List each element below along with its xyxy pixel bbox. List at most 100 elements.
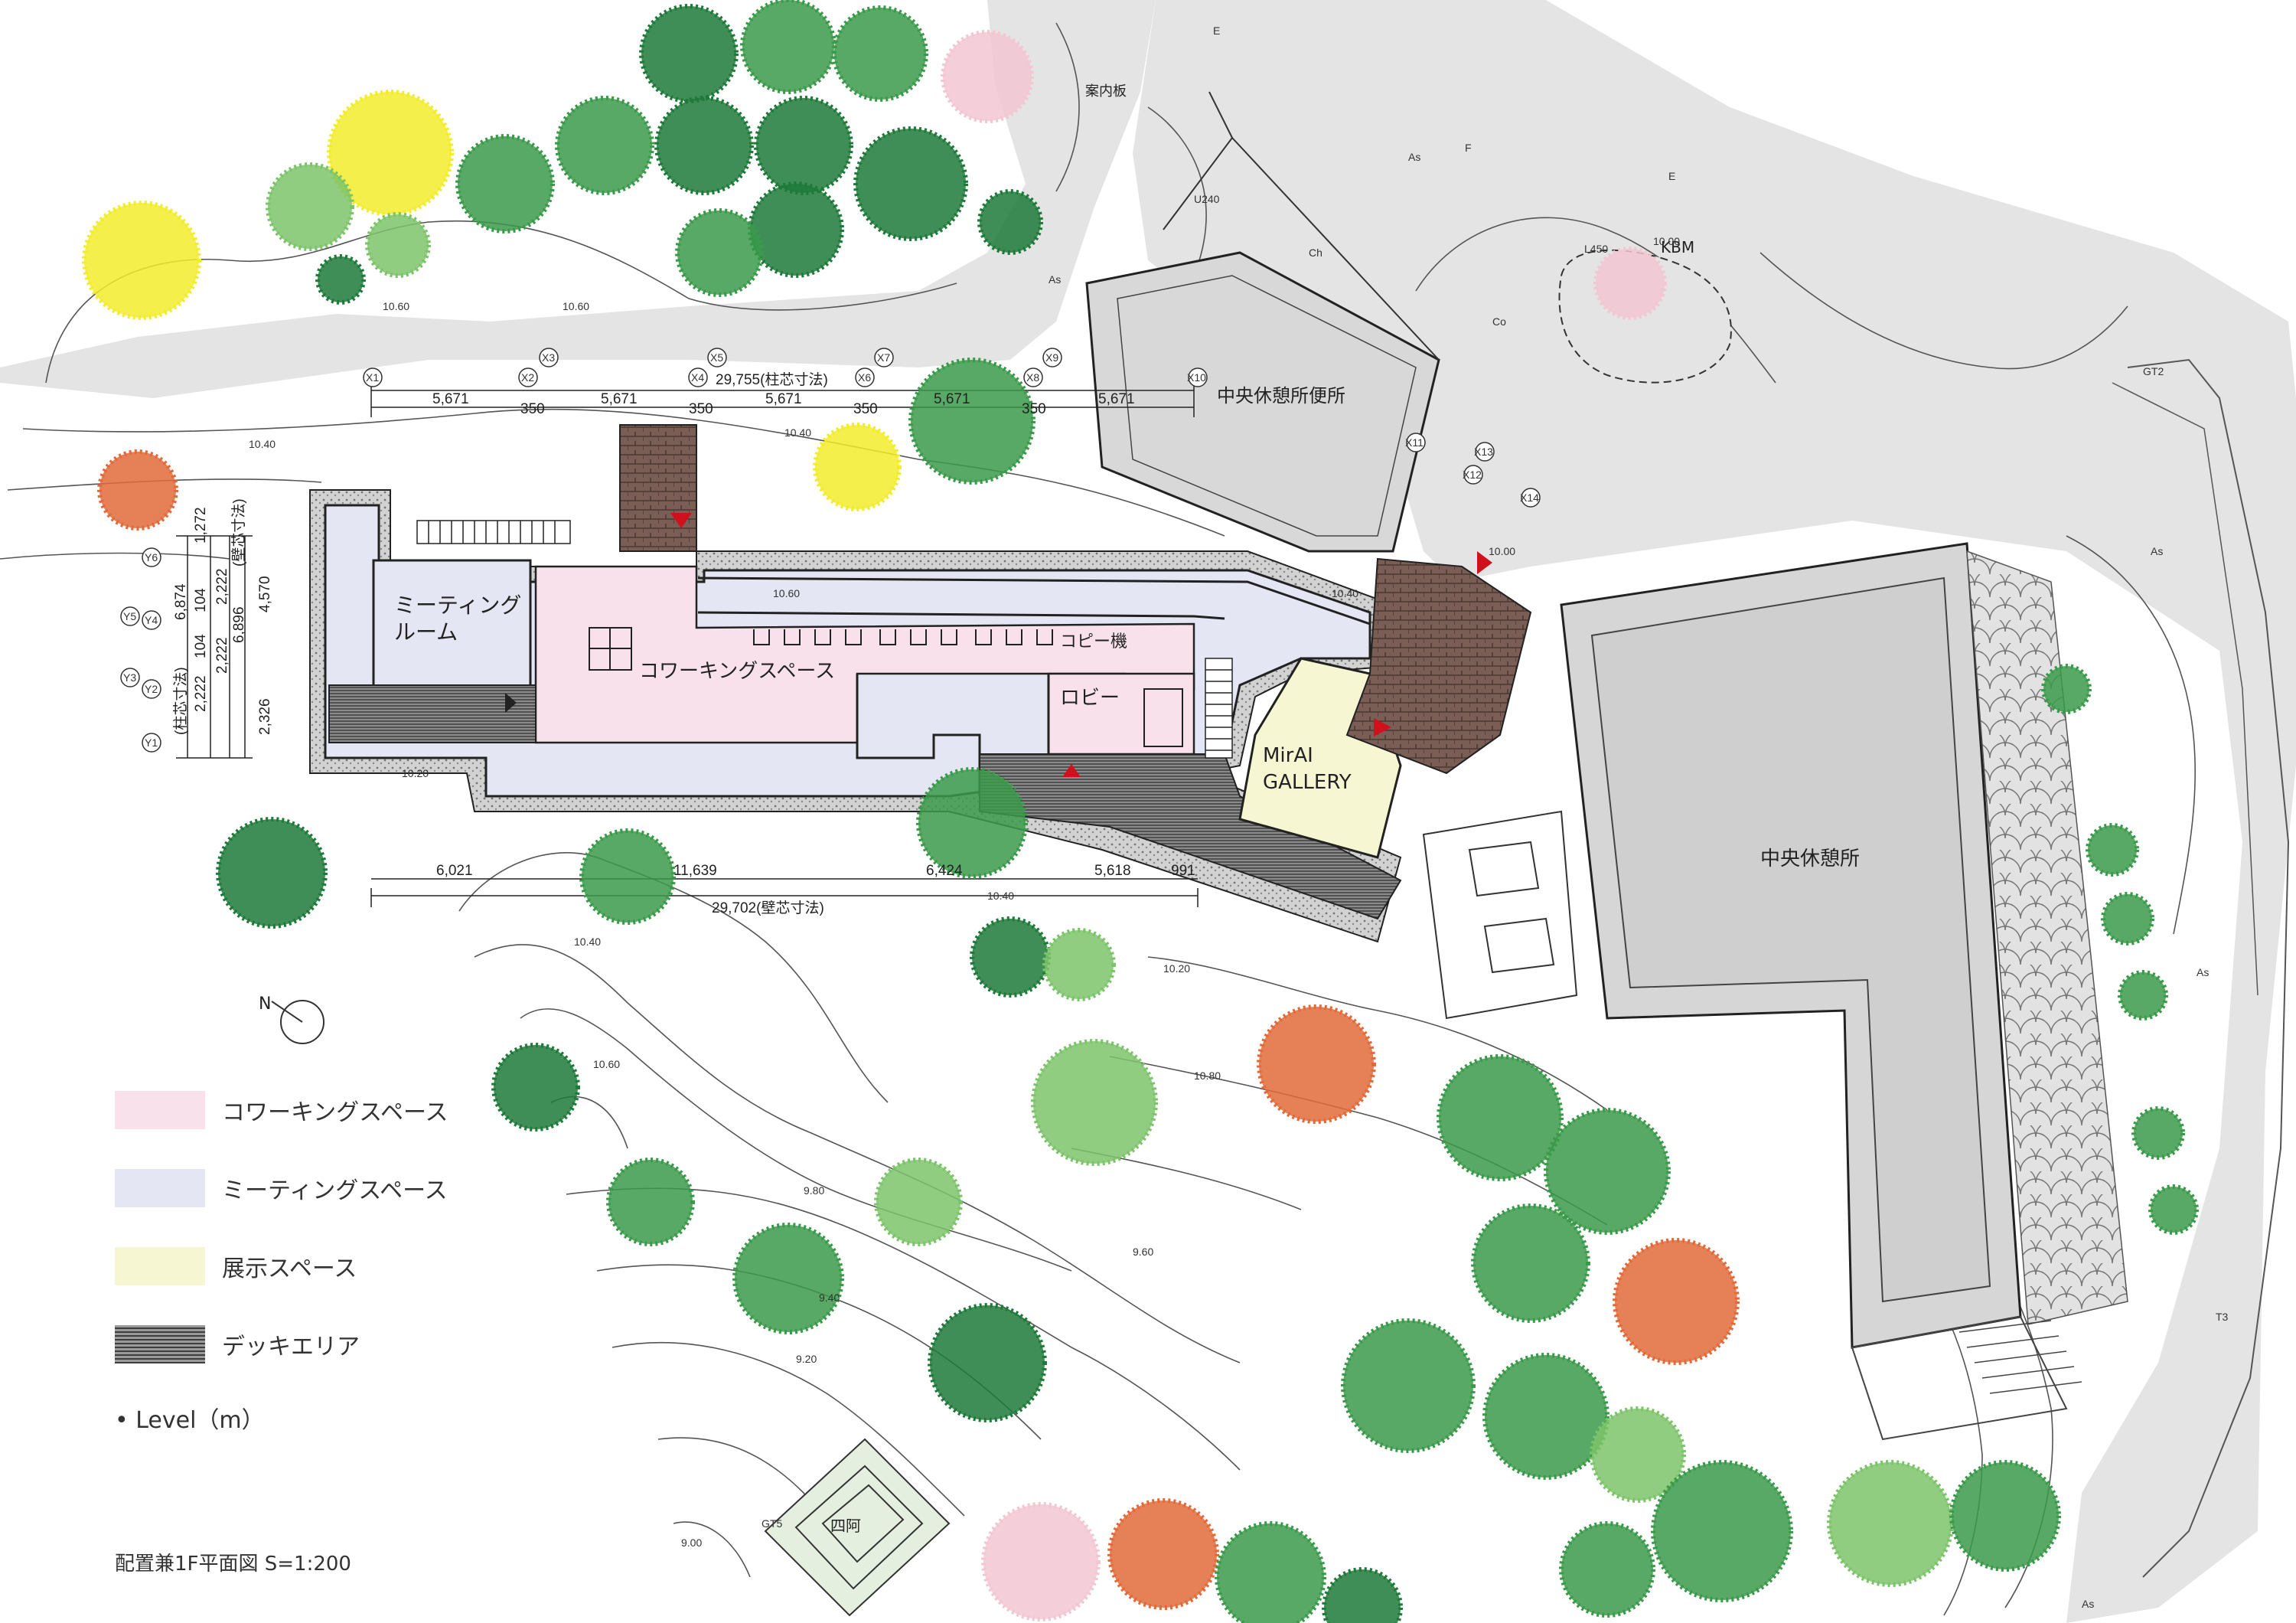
tree-canopy <box>491 1043 580 1132</box>
level-label: 10.40 <box>784 426 811 439</box>
svg-text:X3: X3 <box>542 351 555 364</box>
tree-canopy <box>1042 928 1116 1001</box>
legend-swatch <box>115 1091 205 1129</box>
surface-code: T3 <box>2216 1311 2229 1323</box>
meeting-room-label: ミーティング <box>394 593 521 618</box>
tree-canopy <box>2101 892 2154 945</box>
grid-x-markers: X1 X2 X3 X4 X5 X6 X7 X8 X9 X10 X11 X12 X… <box>363 348 1541 508</box>
tree-canopy <box>1107 1498 1219 1610</box>
bay-dimension: 5,671 <box>601 391 638 407</box>
level-label: 10.60 <box>563 300 589 312</box>
gallery-label: MirAI <box>1263 744 1313 767</box>
grid-bubble: Y1 <box>142 733 161 753</box>
trees <box>82 0 2199 1623</box>
north-arrow: N <box>259 994 325 1044</box>
grid-bubble: X11 <box>1405 433 1426 452</box>
surface-code: As <box>1049 273 1061 286</box>
tree-canopy <box>813 423 902 511</box>
level-label: 9.00 <box>681 1536 702 1549</box>
gazebo <box>764 1438 951 1617</box>
grid-bubble: Y4 <box>142 610 161 630</box>
tree-canopy <box>977 189 1043 255</box>
left-dimension: (壁芯寸法) <box>230 498 247 567</box>
legend-label: デッキエリア <box>222 1334 360 1360</box>
surface-code: Co <box>1492 315 1506 328</box>
level-label: 10.60 <box>593 1058 620 1070</box>
tree-canopy <box>1322 1567 1403 1623</box>
svg-text:X1: X1 <box>366 371 379 384</box>
left-dimension: 2,222 <box>214 568 230 605</box>
tree-canopy <box>970 916 1051 998</box>
tree-canopy <box>97 449 178 531</box>
tree-canopy <box>732 1223 844 1334</box>
entrance-arrow-icon <box>1477 551 1492 574</box>
bay-dimension: 350 <box>853 401 878 417</box>
svg-text:Y5: Y5 <box>123 610 136 622</box>
grid-bubble: X8 <box>1023 367 1043 387</box>
bay-dimension: 6,021 <box>436 863 473 879</box>
tree-canopy <box>216 817 328 929</box>
level-label: 10.60 <box>383 300 409 312</box>
tree-canopy <box>1257 1004 1376 1124</box>
bay-dimension: 5,618 <box>1094 863 1131 879</box>
surface-code: As <box>1408 151 1420 163</box>
level-label: 10.00 <box>1489 545 1515 557</box>
surface-code: GT5 <box>762 1517 782 1530</box>
left-dimension: 2,222 <box>214 637 230 674</box>
tree-canopy <box>606 1158 695 1246</box>
tree-canopy <box>2086 823 2139 877</box>
svg-text:X13: X13 <box>1474 446 1493 458</box>
tree-canopy <box>1559 1521 1655 1618</box>
tree-canopy <box>1341 1318 1476 1453</box>
surface-code: F <box>1465 142 1472 154</box>
bay-dimension: 5,671 <box>765 391 802 407</box>
signboard-label: 案内板 <box>1085 83 1127 100</box>
level-labels: 10.60 10.60 10.60 10.40 10.40 10.40 10.4… <box>249 235 1680 1549</box>
rest-area-label: 中央休憩所 <box>1760 847 1860 870</box>
entrance-arrow-icon <box>670 513 692 528</box>
surface-codes: As As As As As Co Ch U240 L450 GT2 GT5 T… <box>762 24 2229 1610</box>
left-dimension: 2,222 <box>193 675 209 712</box>
grid-bubble: X14 <box>1520 488 1541 508</box>
tree-canopy <box>455 134 555 233</box>
left-dimension: 104 <box>193 588 209 612</box>
room-labels: ミーティング ルーム コワーキングスペース コピー機 ロビー MirAI GAL… <box>394 83 1860 1535</box>
grid-bubble: Y2 <box>142 679 161 699</box>
tree-canopy <box>2118 970 2168 1020</box>
legend-item-coworking: コワーキングスペース <box>115 1087 448 1133</box>
tree-canopy <box>2041 664 2092 714</box>
tree-canopy <box>654 96 754 195</box>
tree-canopy <box>1437 1054 1564 1181</box>
surface-code: As <box>2082 1598 2094 1610</box>
tree-canopy <box>579 828 676 925</box>
grid-bubble: X1 <box>363 367 383 387</box>
toilet-building <box>1085 91 1440 553</box>
level-label: 9.60 <box>1133 1246 1153 1258</box>
dimension-lines <box>176 383 1199 907</box>
grid-bubble: X13 <box>1474 442 1495 462</box>
tree-canopy <box>1949 1460 2061 1572</box>
grid-y-markers: Y1 Y2 Y3 Y4 Y5 Y6 <box>120 547 161 753</box>
grid-bubble: X7 <box>874 348 894 367</box>
tree-canopy <box>675 208 764 297</box>
svg-text:X10: X10 <box>1187 371 1206 384</box>
tree-canopy <box>754 96 853 195</box>
bay-dimension: 6,424 <box>926 863 963 879</box>
left-dimension: (柱芯寸法) <box>172 667 189 735</box>
lobby-label: ロビー <box>1060 687 1120 710</box>
rest-area-building <box>1422 542 2128 1441</box>
coworking-label: コワーキングスペース <box>639 660 835 683</box>
legend-label: ミーティングスペース <box>222 1177 448 1204</box>
svg-text:X12: X12 <box>1463 469 1482 481</box>
surface-code: E <box>1213 24 1220 37</box>
entrance-arrow-icon <box>1374 718 1391 736</box>
svg-text:X5: X5 <box>710 351 723 364</box>
svg-text:X11: X11 <box>1405 436 1424 449</box>
tree-canopy <box>82 201 201 320</box>
legend-level-note: • Level（m） <box>115 1407 265 1434</box>
level-label: 10.00 <box>1653 235 1680 247</box>
level-label: 10.40 <box>987 890 1014 902</box>
level-label: 9.20 <box>796 1353 817 1365</box>
bay-dimension: 350 <box>689 401 713 417</box>
